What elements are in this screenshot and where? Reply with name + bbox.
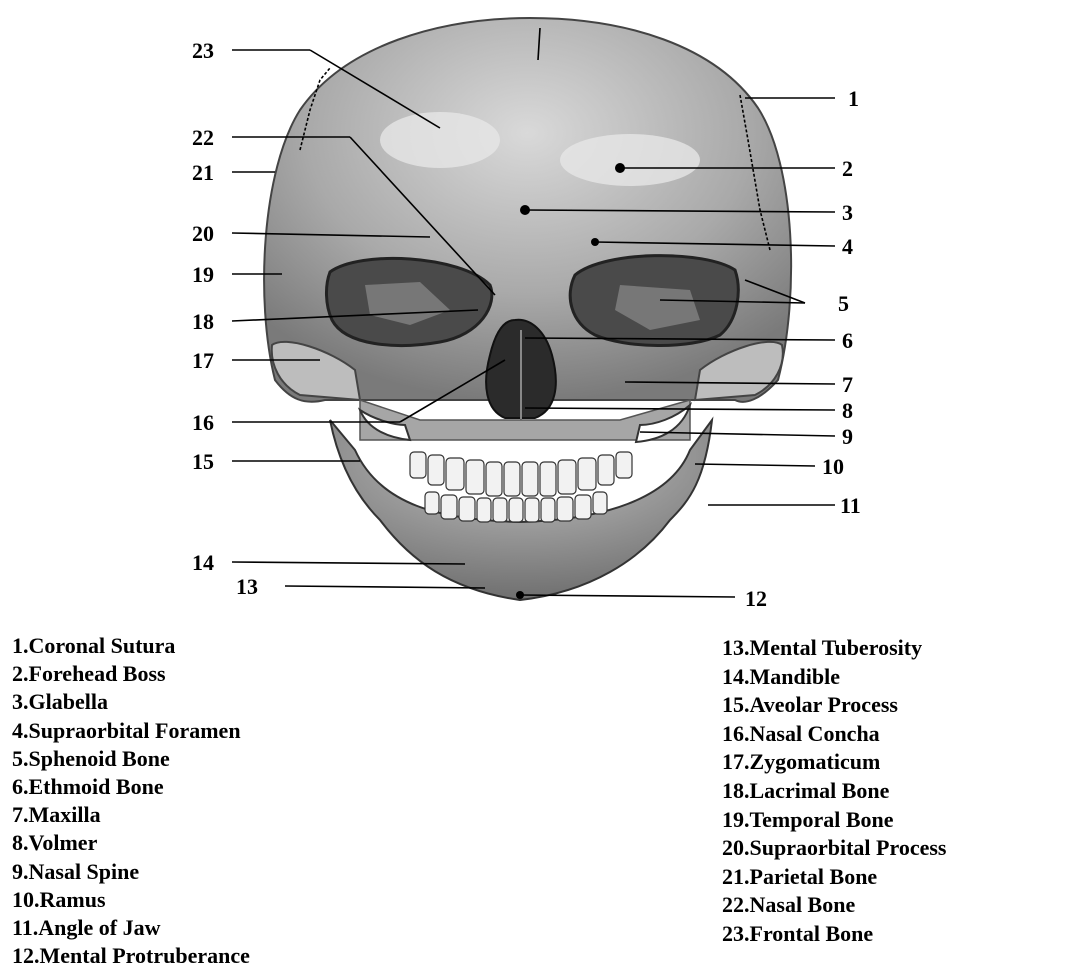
legend-item: 18.Lacrimal Bone (722, 777, 946, 806)
marker-13: 13 (236, 574, 258, 599)
legend-item: 19.Temporal Bone (722, 806, 946, 835)
marker-21: 21 (192, 160, 214, 185)
marker-1: 1 (848, 86, 859, 111)
marker-14: 14 (192, 550, 214, 575)
legend-item: 23.Frontal Bone (722, 920, 946, 949)
legend-item: 12.Mental Protruberance (12, 942, 250, 970)
marker-19: 19 (192, 262, 214, 287)
skull-diagram: 1 2 3 4 5 6 7 8 9 10 11 12 13 14 15 16 1… (0, 0, 1066, 620)
marker-2: 2 (842, 156, 853, 181)
legend-item: 15.Aveolar Process (722, 691, 946, 720)
legend-item: 8.Volmer (12, 829, 250, 857)
marker-3: 3 (842, 200, 853, 225)
legend-left-column: 1.Coronal Sutura 2.Forehead Boss 3.Glabe… (12, 632, 250, 970)
legend-item: 21.Parietal Bone (722, 863, 946, 892)
marker-7: 7 (842, 372, 853, 397)
legend-item: 20.Supraorbital Process (722, 834, 946, 863)
legend-item: 13.Mental Tuberosity (722, 634, 946, 663)
marker-10: 10 (822, 454, 844, 479)
skull-illustration (264, 18, 791, 600)
legend-item: 9.Nasal Spine (12, 858, 250, 886)
legend-item: 1.Coronal Sutura (12, 632, 250, 660)
legend-item: 10.Ramus (12, 886, 250, 914)
marker-16: 16 (192, 410, 214, 435)
legend-item: 3.Glabella (12, 688, 250, 716)
legend-item: 22.Nasal Bone (722, 891, 946, 920)
marker-20: 20 (192, 221, 214, 246)
marker-18: 18 (192, 309, 214, 334)
marker-6: 6 (842, 328, 853, 353)
legend-right-column: 13.Mental Tuberosity 14.Mandible 15.Aveo… (722, 634, 946, 949)
legend-item: 2.Forehead Boss (12, 660, 250, 688)
legend-item: 5.Sphenoid Bone (12, 745, 250, 773)
marker-17: 17 (192, 348, 214, 373)
legend-item: 14.Mandible (722, 663, 946, 692)
legend-item: 6.Ethmoid Bone (12, 773, 250, 801)
legend-item: 4.Supraorbital Foramen (12, 717, 250, 745)
legend-item: 11.Angle of Jaw (12, 914, 250, 942)
marker-12: 12 (745, 586, 767, 611)
marker-5: 5 (838, 291, 849, 316)
marker-4: 4 (842, 234, 853, 259)
legend-item: 7.Maxilla (12, 801, 250, 829)
marker-15: 15 (192, 449, 214, 474)
legend-item: 16.Nasal Concha (722, 720, 946, 749)
marker-8: 8 (842, 398, 853, 423)
marker-11: 11 (840, 493, 861, 518)
marker-23: 23 (192, 38, 214, 63)
legend-item: 17.Zygomaticum (722, 748, 946, 777)
marker-22: 22 (192, 125, 214, 150)
marker-9: 9 (842, 424, 853, 449)
